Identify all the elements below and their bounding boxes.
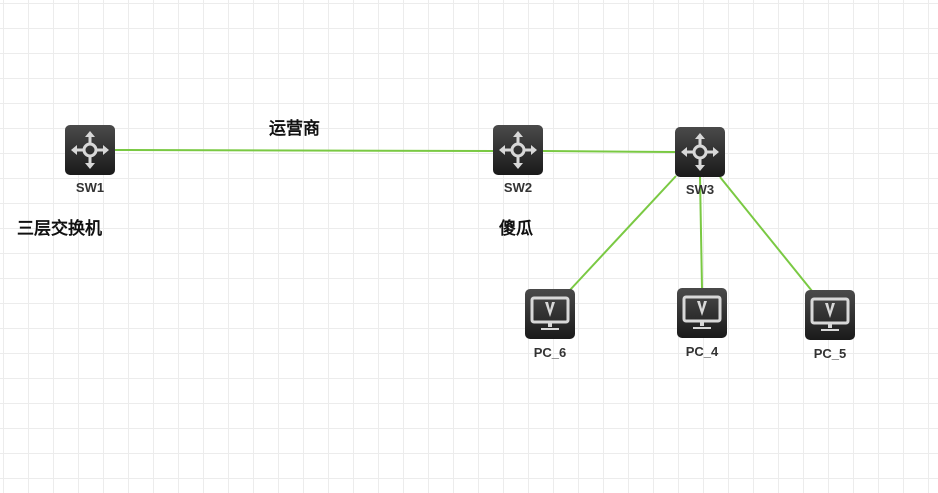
node-label: PC_4: [685, 344, 719, 359]
pc-monitor-icon: [810, 297, 850, 331]
link-sw3-pc5[interactable]: [719, 176, 813, 292]
link-sw2-sw3[interactable]: [542, 150, 676, 153]
link-sw1-sw2[interactable]: [114, 149, 494, 152]
switch-icon: [71, 131, 109, 169]
link-sw3-pc6[interactable]: [569, 175, 677, 291]
annotation-sw2-note[interactable]: 傻瓜: [499, 219, 533, 239]
node-label: PC_6: [533, 345, 567, 360]
node-label: PC_5: [813, 346, 847, 361]
switch-node-sw2[interactable]: [493, 125, 543, 175]
node-label: SW2: [503, 180, 533, 195]
link-sw3-pc4[interactable]: [699, 176, 703, 289]
annotation-carrier[interactable]: 运营商: [269, 119, 320, 139]
annotation-l3-switch[interactable]: 三层交换机: [17, 219, 102, 239]
node-label: SW1: [75, 180, 105, 195]
switch-node-sw1[interactable]: [65, 125, 115, 175]
switch-icon: [499, 131, 537, 169]
pc-monitor-icon: [530, 296, 570, 330]
switch-icon: [681, 133, 719, 171]
switch-node-sw3[interactable]: [675, 127, 725, 177]
pc-node-pc5[interactable]: [805, 290, 855, 340]
node-label: SW3: [685, 182, 715, 197]
pc-node-pc6[interactable]: [525, 289, 575, 339]
pc-node-pc4[interactable]: [677, 288, 727, 338]
pc-monitor-icon: [682, 295, 722, 329]
